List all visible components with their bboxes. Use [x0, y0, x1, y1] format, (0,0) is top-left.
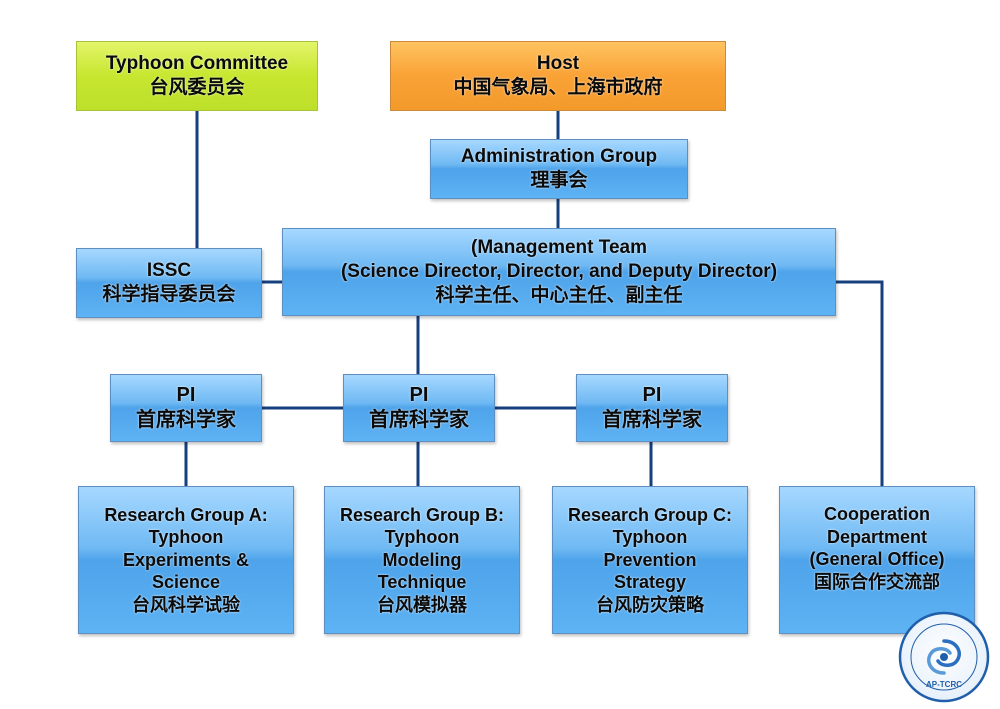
connector-management-cooperation [836, 280, 884, 486]
research-group-c-zh: 台风防灾策略 [596, 594, 704, 615]
research-group-c-line2: Typhoon [612, 527, 688, 548]
cooperation-department-line2: Department [826, 526, 928, 547]
research-group-c-line4: Strategy [613, 572, 687, 593]
research-group-b-line4: Technique [377, 572, 467, 593]
pi-a-zh: 首席科学家 [136, 409, 236, 431]
host-box: Host 中国气象局、上海市政府 [390, 41, 726, 111]
research-group-a-zh: 台风科学试验 [132, 594, 240, 615]
pi-box-b: PI 首席科学家 [343, 374, 495, 442]
administration-group-zh: 理事会 [530, 170, 588, 191]
pi-c-en: PI [642, 384, 662, 406]
research-group-b-line1: Research Group B: [339, 504, 505, 525]
typhoon-committee-box: Typhoon Committee 台风委员会 [76, 41, 318, 111]
research-group-b-box: Research Group B: Typhoon Modeling Techn… [324, 486, 520, 634]
issc-en: ISSC [146, 260, 192, 282]
cooperation-department-box: Cooperation Department (General Office) … [779, 486, 975, 634]
research-group-c-box: Research Group C: Typhoon Prevention Str… [552, 486, 748, 634]
research-group-c-line1: Research Group C: [567, 504, 733, 525]
typhoon-committee-zh: 台风委员会 [149, 77, 245, 98]
host-en: Host [536, 53, 580, 75]
research-group-a-line3: Experiments & [122, 549, 250, 570]
research-group-b-line3: Modeling [382, 549, 462, 570]
management-team-zh: 科学主任、中心主任、副主任 [435, 284, 683, 306]
research-group-c-line3: Prevention [603, 549, 697, 570]
management-team-box: (Management Team (Science Director, Dire… [282, 228, 836, 316]
cooperation-department-line1: Cooperation [824, 504, 930, 524]
research-group-a-line4: Science [151, 572, 221, 593]
issc-zh: 科学指导委员会 [102, 284, 236, 305]
administration-group-box: Administration Group 理事会 [430, 139, 688, 199]
cooperation-department-zh: 国际合作交流部 [814, 571, 940, 592]
pi-box-c: PI 首席科学家 [576, 374, 728, 442]
ap-tcrc-logo: AP-TCRC [898, 611, 990, 703]
research-group-b-zh: 台风模拟器 [377, 594, 467, 615]
pi-b-en: PI [409, 384, 429, 406]
pi-b-zh: 首席科学家 [369, 409, 469, 431]
management-team-line2: (Science Director, Director, and Deputy … [340, 261, 778, 283]
issc-box: ISSC 科学指导委员会 [76, 248, 262, 318]
cooperation-department-line3: (General Office) [809, 549, 945, 569]
pi-box-a: PI 首席科学家 [110, 374, 262, 442]
host-zh: 中国气象局、上海市政府 [453, 77, 663, 98]
typhoon-committee-en: Typhoon Committee [105, 53, 289, 75]
logo-text: AP-TCRC [926, 680, 962, 689]
research-group-a-line2: Typhoon [148, 527, 224, 548]
management-team-line1: (Management Team [471, 237, 647, 259]
pi-a-en: PI [176, 384, 196, 406]
research-group-a-line1: Research Group A: [104, 504, 268, 525]
research-group-a-box: Research Group A: Typhoon Experiments & … [78, 486, 294, 634]
research-group-b-line2: Typhoon [384, 527, 460, 548]
typhoon-swirl-icon [927, 639, 961, 675]
administration-group-en: Administration Group [460, 146, 658, 168]
pi-c-zh: 首席科学家 [602, 409, 702, 431]
